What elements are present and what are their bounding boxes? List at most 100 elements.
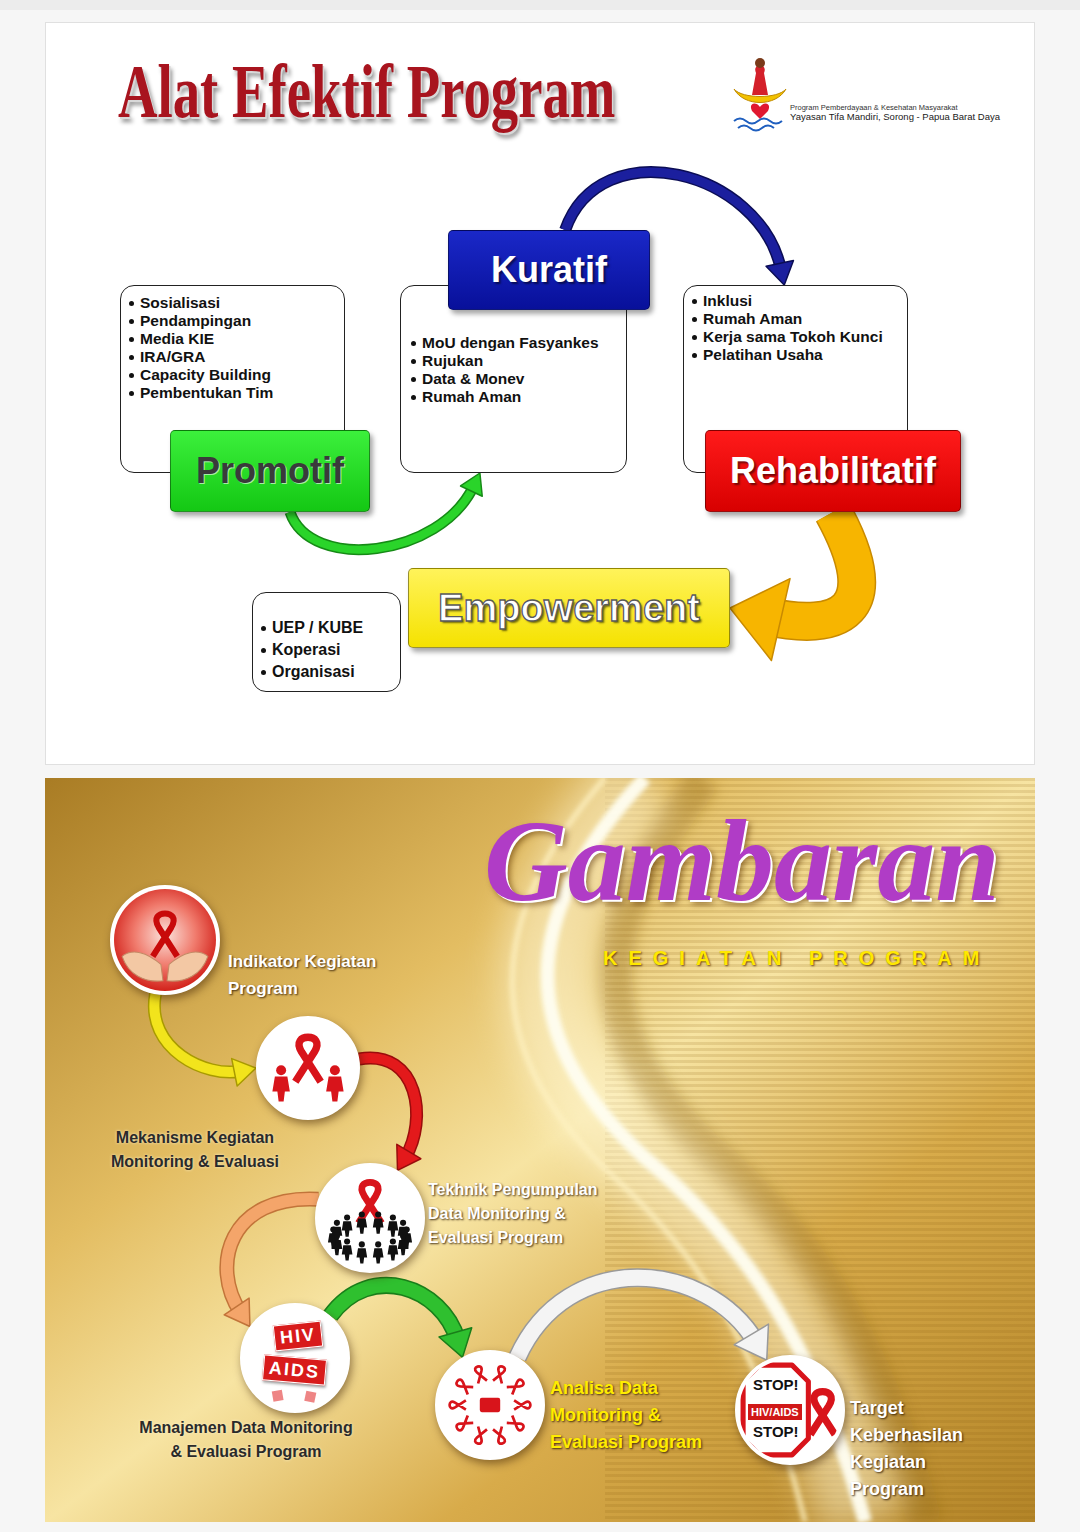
item-text: Rujukan [422, 352, 483, 370]
top-strip [0, 0, 1080, 10]
list-box: MoU dengan FasyankesRujukanData & MonevR… [400, 285, 627, 473]
arrow-head [766, 261, 793, 285]
item-text: Sosialisasi [140, 294, 220, 312]
text-wrap: STOP! [753, 1423, 799, 1441]
step-circle: Analisa Data Monitoring & Evaluasi Progr… [435, 1350, 545, 1460]
arrow-outline [227, 1199, 318, 1313]
step-label: Mekanisme Kegiatan Monitoring & Evaluasi [88, 1126, 302, 1174]
stage-heading: Empowerment [438, 589, 700, 627]
stage-heading: Rehabilitatif [730, 453, 936, 489]
section-title: Gambaran [484, 798, 1000, 926]
logo-program-name: Program Pemberdayaan & Kesehatan Masyara… [790, 103, 958, 112]
bullet-dot [129, 337, 134, 342]
stage-heading: Promotif [196, 453, 344, 489]
logo-organisation: Yayasan Tifa Mandiri, Sorong - Papua Bar… [790, 111, 1000, 122]
flow-arrow [518, 1278, 769, 1360]
arrow-head [730, 579, 790, 661]
list-item: Koperasi [261, 639, 394, 661]
arrow-body [330, 1285, 457, 1339]
list-item: UEP / KUBE [261, 617, 394, 639]
item-text: Data & Monev [422, 370, 525, 388]
item-text: UEP / KUBE [272, 617, 363, 639]
list-item: Pelatihan Usaha [692, 346, 901, 364]
item-text: Inklusi [703, 292, 752, 310]
logo-organisation-wrap: Yayasan Tifa Mandiri, Sorong - Papua Bar… [790, 106, 1000, 124]
flow-arrow [330, 1285, 471, 1357]
bullet-dot [261, 670, 266, 675]
step-label: Manajemen Data Monitoring & Evaluasi Pro… [133, 1416, 359, 1464]
list-item: Sosialisasi [129, 294, 338, 312]
bullet-dot [411, 359, 416, 364]
step-icon [114, 889, 216, 991]
step-icon [439, 1354, 541, 1456]
bullet-dot [129, 319, 134, 324]
stage-heading-box: Empowerment [408, 568, 730, 648]
bullet-dot [129, 301, 134, 306]
stage-heading-box: Kuratif [448, 230, 650, 310]
arrow-head [439, 1328, 472, 1358]
bullet-dot [411, 395, 416, 400]
stage-heading-box: Promotif [170, 430, 370, 512]
arrow-outline [359, 1058, 416, 1157]
step-circle: Indikator Kegiatan Program [110, 885, 220, 995]
bullet-dot [129, 355, 134, 360]
list-item: Rujukan [411, 352, 620, 370]
step-circle: Tekhnik Pengumpulan Data Monitoring & Ev… [315, 1163, 425, 1273]
section-subtitle: KEGIATAN PROGRAM [603, 948, 990, 968]
bullet-dot [129, 391, 134, 396]
step-icon [319, 1167, 421, 1269]
item-text: Media KIE [140, 330, 214, 348]
arrow-outline [518, 1278, 756, 1358]
icon-band-text: HIV/AIDS [748, 1404, 802, 1420]
arrow-outline [330, 1285, 457, 1339]
step-label: Indikator Kegiatan Program [228, 948, 406, 1002]
bullet-dot [261, 626, 266, 631]
icon-sign-text: STOP! [753, 1377, 799, 1394]
stage-heading: Kuratif [491, 252, 607, 288]
step-label: Analisa Data Monitoring & Evaluasi Progr… [550, 1375, 720, 1456]
arrow-body [227, 1199, 318, 1313]
arrow-body [359, 1058, 416, 1157]
step-label: Target Keberhasilan Kegiatan Program [850, 1395, 982, 1503]
arrow-head [734, 1324, 768, 1360]
arrow-head [232, 1059, 256, 1086]
icon-sign-text: STOP! [753, 1424, 799, 1441]
icon-block-text: AIDS [262, 1354, 327, 1385]
step-icon [260, 1020, 356, 1116]
bullet-dot [692, 299, 697, 304]
flow-arrow [359, 1058, 421, 1170]
text-wrap: Tekhnik Pengumpulan Data Monitoring & Ev… [428, 1178, 616, 1250]
list-item: Rumah Aman [692, 310, 901, 328]
arrow-head [224, 1298, 250, 1326]
list-item: Kerja sama Tokoh Kunci [692, 328, 901, 346]
step-label: Tekhnik Pengumpulan Data Monitoring & Ev… [428, 1178, 616, 1250]
text-wrap: HIV/AIDS [748, 1402, 802, 1420]
bullet-dot [692, 335, 697, 340]
bullet-dot [261, 648, 266, 653]
list-item: Rumah Aman [411, 388, 620, 406]
title-wrap: Alat Efektif Program [118, 50, 809, 134]
list-item: IRA/GRA [129, 348, 338, 366]
item-text: Organisasi [272, 661, 355, 683]
flow-arrow [730, 512, 857, 660]
bullet-dot [411, 377, 416, 382]
bullet-dot [692, 353, 697, 358]
arrow-head [461, 473, 483, 496]
list-item: Media KIE [129, 330, 338, 348]
item-text: Pembentukan Tim [140, 384, 273, 402]
text-wrap: STOP! [753, 1376, 799, 1394]
item-text: Kerja sama Tokoh Kunci [703, 328, 883, 346]
item-text: Rumah Aman [422, 388, 521, 406]
section-title-wrap: Gambaran [484, 798, 1000, 926]
item-text: MoU dengan Fasyankes [422, 334, 599, 352]
arrow-body [518, 1278, 756, 1358]
text-wrap: Mekanisme Kegiatan Monitoring & Evaluasi [88, 1126, 302, 1174]
step-circle: Manajemen Data Monitoring & Evaluasi Pro… [240, 1303, 350, 1413]
list-item: MoU dengan Fasyankes [411, 334, 620, 352]
list-item: Capacity Building [129, 366, 338, 384]
arrow-head [397, 1144, 421, 1170]
icon-block-text: HIV [273, 1321, 323, 1352]
text-wrap: Target Keberhasilan Kegiatan Program [850, 1395, 982, 1503]
